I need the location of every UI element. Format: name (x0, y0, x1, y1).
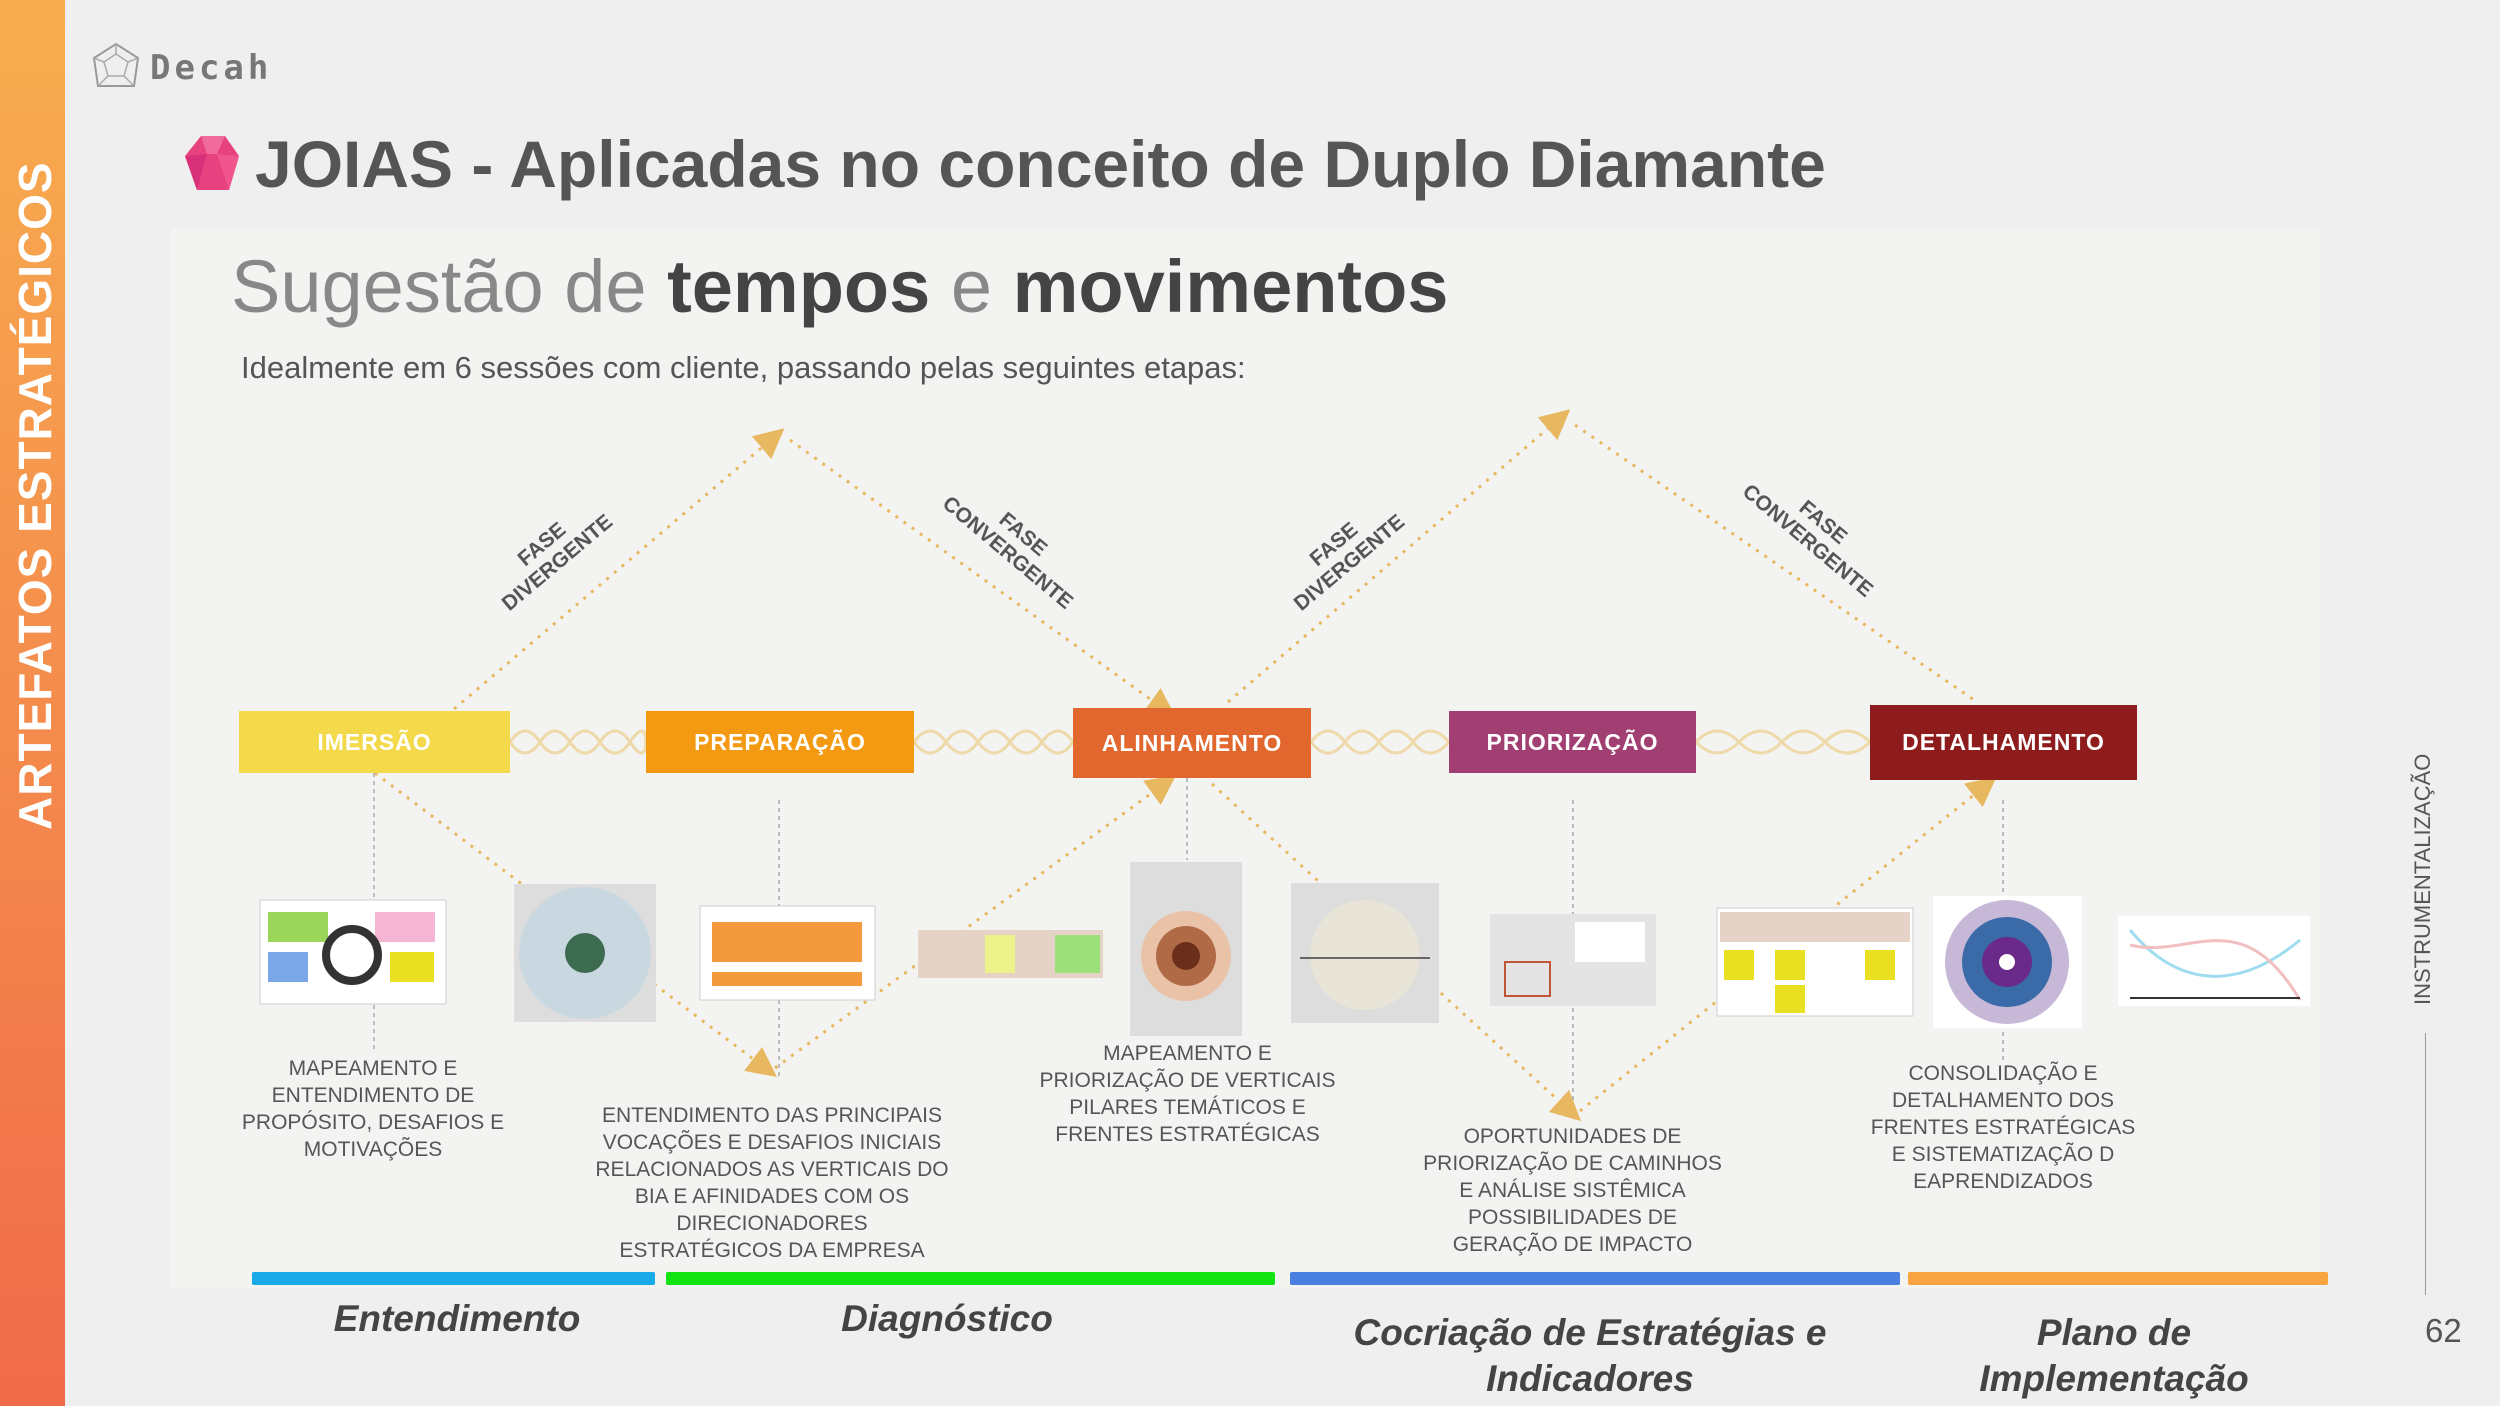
stage-preparacao: PREPARAÇÃO (646, 711, 914, 773)
group-bar-entendimento (252, 1272, 655, 1285)
thumbnail-radar (1291, 883, 1439, 1023)
thumbnail-canvas-4 (1716, 907, 1914, 1017)
stage-description: OPORTUNIDADES DE PRIORIZAÇÃO DE CAMINHOS… (1423, 1125, 1722, 1256)
group-bar-cocriacao (1290, 1272, 1900, 1285)
intro-text: Idealmente em 6 sessões com cliente, pas… (241, 350, 1246, 385)
diamond-line (1579, 776, 1997, 1113)
heading-part: tempos (667, 245, 931, 328)
stage-description: ENTENDIMENTO DAS PRINCIPAIS VOCAÇÕES E D… (595, 1104, 949, 1262)
artifact-thumbnails (259, 862, 2310, 1036)
heading-part: e (930, 245, 1013, 328)
divider (2425, 1033, 2426, 1295)
stage-description: MAPEAMENTO E ENTENDIMENTO DE PROPÓSITO, … (241, 1057, 505, 1161)
diamond-line (774, 775, 1177, 1070)
heading-part: Sugestão de (231, 245, 668, 328)
stage-detalhamento: DETALHAMENTO (1870, 705, 2137, 780)
group-label: Entendimento (333, 1298, 581, 1339)
sidebar-accent: ARTEFATOS ESTRATÉGICOS (0, 0, 65, 1406)
group-label: Cocriação de Estratégias e Indicadores (1353, 1312, 1827, 1399)
thumbnail-target (1130, 862, 1242, 1036)
stage-imersao: IMERSÃO (239, 711, 510, 773)
dna-connectors (508, 729, 1872, 755)
group-bar-plano (1908, 1272, 2328, 1285)
diamond-line (1227, 409, 1571, 704)
page-number: 62 (2425, 1312, 2462, 1349)
group-bar-diagnostico (666, 1272, 1275, 1285)
thumbnail-wheel (1933, 896, 2082, 1028)
diamond-line (1574, 423, 1978, 704)
title-text: JOIAS - Aplicadas no conceito de Duplo D… (255, 127, 1826, 201)
thumbnail-radial-1 (514, 884, 656, 1022)
thumbnail-canvas-1 (259, 899, 447, 1005)
instrumentalizacao-label: INSTRUMENTALIZAÇÃO (2410, 753, 2435, 1005)
page-title: JOIAS - Aplicadas no conceito de Duplo D… (183, 126, 1826, 202)
stage-alinhamento: ALINHAMENTO (1073, 708, 1311, 778)
group-label: Plano de Implementação (1979, 1312, 2249, 1399)
gem-icon (185, 136, 239, 190)
slide-heading: Sugestão de tempos e movimentos (231, 244, 1448, 329)
logo-text: Decah (150, 48, 273, 88)
thumbnail-canvas-3 (918, 930, 1103, 978)
group-label: Diagnóstico (841, 1298, 1053, 1339)
thumbnail-curves (2118, 916, 2310, 1006)
dodecahedron-logo-icon (92, 42, 140, 87)
heading-part: movimentos (1012, 245, 1449, 328)
stage-description: MAPEAMENTO E PRIORIZAÇÃO DE VERTICAIS PI… (1039, 1042, 1336, 1146)
diamond-line (374, 771, 777, 1078)
stage-description: CONSOLIDAÇÃO E DETALHAMENTO DOS FRENTES … (1870, 1062, 2136, 1193)
thumbnail-canvas-2 (699, 905, 876, 1001)
logo: Decah (90, 42, 272, 94)
thumbnail-matrix (1490, 914, 1656, 1006)
diamond-line (789, 438, 1177, 718)
stage-priorizacao: PRIORIZAÇÃO (1449, 711, 1696, 773)
